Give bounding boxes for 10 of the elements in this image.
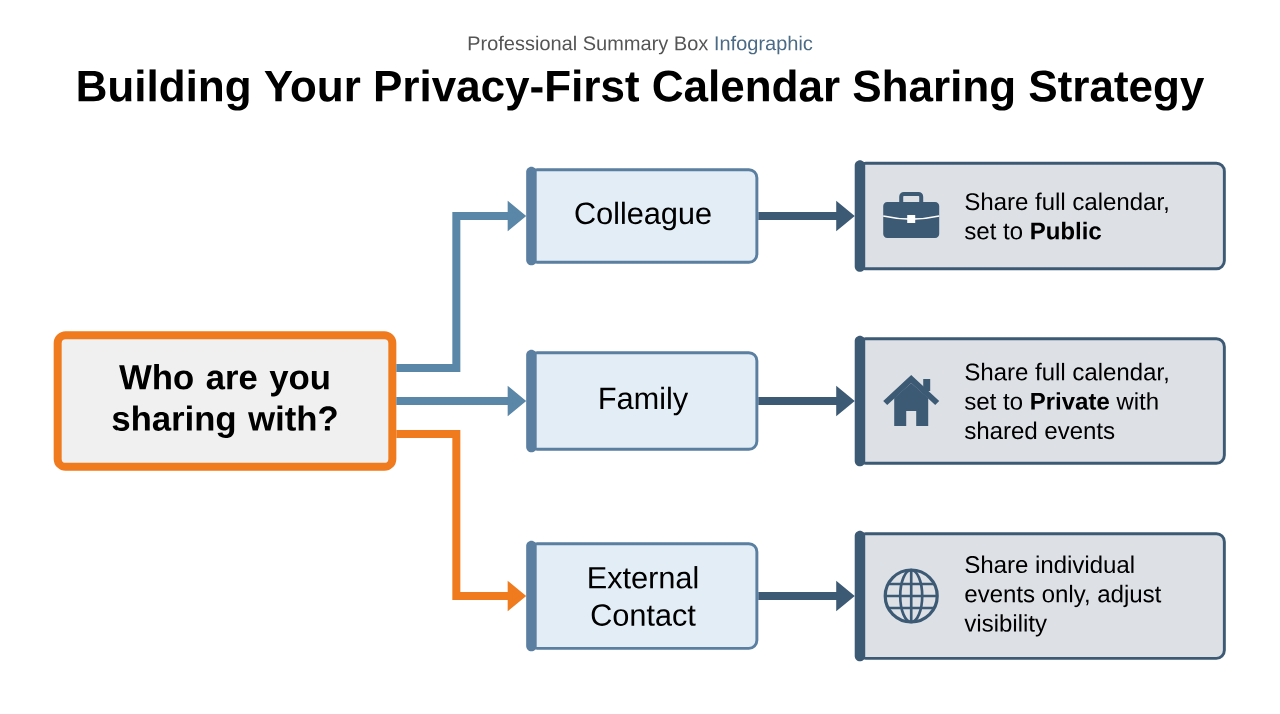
category-box: Family <box>526 349 759 453</box>
category-box: External Contact <box>526 540 759 652</box>
title: Building Your Privacy-First Calendar Sharing Strategy <box>78 69 1205 111</box>
subtitle-highlight: Infographic <box>715 35 813 55</box>
category-box: Colleague <box>526 166 759 266</box>
question-box: Who are you sharing with? <box>53 331 397 471</box>
subtitle: Professional Summary Box <box>468 35 709 55</box>
result-box: Share full calendar, set to Private with shared events <box>854 335 1226 467</box>
result-box: Share individual events only, adjust visibility <box>854 530 1226 662</box>
result-box: Share full calendar, set to Public <box>854 160 1226 272</box>
